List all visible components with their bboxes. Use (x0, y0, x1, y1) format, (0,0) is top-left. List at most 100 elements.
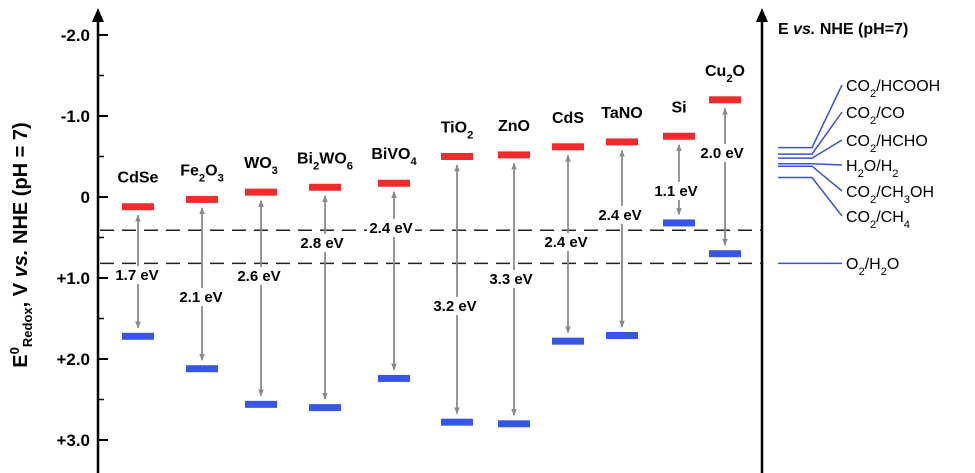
y-axis-title: E0Redox, V vs. NHE (pH = 7) (7, 122, 35, 367)
conduction-band-bar (441, 153, 473, 160)
valence-band-bar (245, 400, 277, 408)
material-group: TaNO 2.4 eV (596, 105, 644, 340)
material-label: TiO2 (441, 120, 474, 142)
valence-band-bar (186, 365, 218, 373)
conduction-band-bar (122, 203, 154, 211)
reference-lines (100, 229, 762, 265)
material-label: CdS (552, 110, 584, 127)
material-label: BiVO4 (371, 146, 417, 168)
material-group: CdSe 1.7 eV (113, 170, 161, 340)
couple-label: O2/H2O (846, 256, 899, 278)
bandgap-label: 2.6 eV (237, 268, 280, 285)
material-label: ZnO (498, 118, 530, 135)
conduction-band-bar (552, 143, 584, 151)
redox-couple: H2O/H2 (778, 158, 898, 180)
gap-label-background (596, 206, 644, 224)
bandgap-label: 2.1 eV (179, 289, 222, 306)
bandgap-label: 3.3 eV (489, 271, 532, 288)
couple-level-line (778, 84, 843, 149)
material-label: TaNO (601, 105, 642, 122)
couple-label: CO2/CO (846, 105, 905, 127)
bandgap-label: 1.1 eV (654, 183, 697, 200)
conduction-band-bar (186, 195, 218, 203)
valence-band-bar (441, 418, 473, 426)
gap-label-background (177, 288, 225, 306)
bandgap-label: 2.8 eV (300, 235, 343, 252)
bandgap-label: 2.4 eV (369, 220, 412, 237)
couple-level-line (778, 165, 843, 192)
couple-label: CO2/HCOOH (846, 78, 940, 100)
conduction-band-bar (606, 138, 638, 146)
gap-label-background (113, 266, 161, 284)
couple-level-line (778, 176, 843, 217)
material-group: Cu2O 2.0 eV (698, 63, 746, 258)
gap-label-background (235, 267, 283, 285)
gap-label-background (698, 144, 746, 162)
couple-level-line (778, 111, 843, 155)
couple-label: H2O/H2 (846, 158, 898, 180)
conduction-band-bar (498, 151, 530, 159)
redox-couple: CO2/CH4 (778, 176, 910, 231)
gap-label-background (367, 219, 415, 237)
material-label: Cu2O (705, 63, 745, 85)
y-tick-label: +1.0 (56, 269, 90, 288)
right-axis-arrow-icon (756, 8, 768, 22)
couple-label: CO2/CH3OH (846, 184, 934, 206)
material-label: CdSe (118, 170, 159, 187)
valence-band-bar (709, 250, 741, 258)
valence-band-bar (552, 337, 584, 345)
conduction-band-bar (245, 188, 277, 196)
material-group: Bi2WO6 2.8 eV (297, 150, 353, 412)
gap-label-background (652, 182, 700, 200)
couple-label: CO2/CH4 (846, 209, 910, 231)
bandgap-label: 3.2 eV (433, 298, 476, 315)
y-tick-label: 0 (81, 188, 90, 207)
redox-couple: CO2/HCHO (778, 133, 928, 159)
valence-band-bar (606, 332, 638, 340)
couple-level-line (778, 139, 843, 159)
gap-label-background (542, 233, 590, 251)
material-group: BiVO4 2.4 eV (367, 146, 417, 382)
material-group: ZnO 3.3 eV (487, 118, 535, 428)
valence-band-bar (309, 404, 341, 412)
conduction-band-bar (309, 183, 341, 191)
right-potential-scale: E vs. NHE (pH=7) CO2/HCOOH CO2/CO CO2/HCHO H… (778, 21, 940, 278)
material-group: CdS 2.4 eV (542, 110, 590, 345)
axes-layer: -2.0 -1.0 0 +1.0 +2.0 +3.0 E0Redox, V vs. NHE … (7, 8, 768, 473)
gap-label-background (298, 234, 346, 252)
valence-band-bar (663, 219, 695, 227)
material-label: Si (671, 99, 686, 116)
gap-label-background (431, 297, 479, 315)
material-label: WO3 (244, 155, 278, 177)
redox-couple: CO2/CO (778, 105, 905, 155)
bandgap-label: 1.7 eV (115, 267, 158, 284)
redox-couple: O2/H2O (778, 256, 899, 278)
bandgap-label: 2.4 eV (544, 234, 587, 251)
couple-label: CO2/HCHO (846, 133, 928, 155)
y-tick-label: -1.0 (61, 107, 90, 126)
conduction-band-bar (378, 179, 410, 187)
left-axis-arrow-icon (92, 8, 104, 22)
redox-couple: CO2/CH3OH (778, 165, 934, 206)
conduction-band-bar (709, 96, 741, 104)
valence-band-bar (378, 374, 410, 382)
valence-band-bar (498, 420, 530, 428)
bandgap-label: 2.0 eV (700, 145, 743, 162)
material-group: Si 1.1 eV (652, 99, 700, 227)
material-group: TiO2 3.2 eV (431, 120, 479, 426)
y-tick-label: -2.0 (61, 26, 90, 45)
y-tick-label: +3.0 (56, 431, 90, 450)
bandgap-label: 2.4 eV (598, 207, 641, 224)
material-group: WO3 2.6 eV (235, 155, 283, 408)
right-axis-title: E vs. NHE (pH=7) (778, 21, 908, 38)
couple-level-line (778, 163, 843, 166)
y-tick-label: +2.0 (56, 350, 90, 369)
valence-band-bar (122, 332, 154, 340)
gap-label-background (487, 270, 535, 288)
redox-couple: CO2/HCOOH (778, 78, 940, 149)
material-label: Bi2WO6 (297, 150, 353, 172)
conduction-band-bar (663, 132, 695, 140)
